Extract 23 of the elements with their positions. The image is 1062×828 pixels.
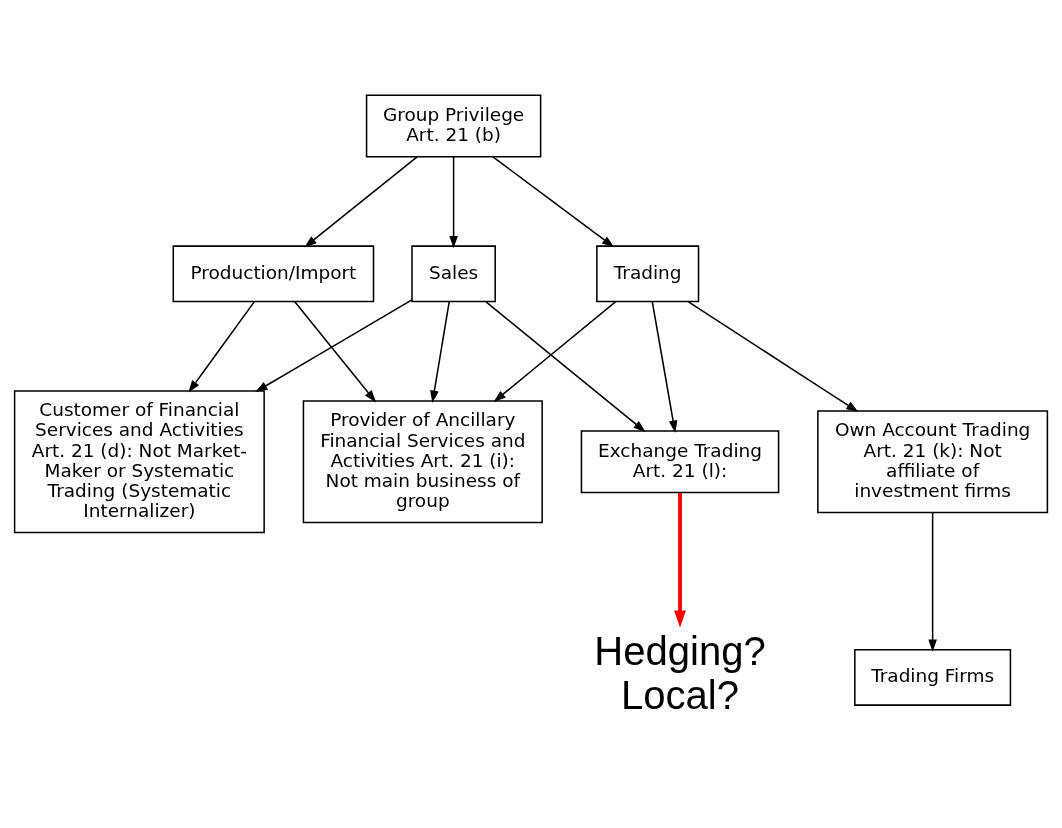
node-box: Exchange Trading Art. 21 (l):	[580, 430, 780, 494]
arrow	[449, 156, 458, 249]
arrow	[188, 301, 255, 393]
arrow	[928, 511, 937, 652]
arrow	[485, 301, 646, 433]
node-box: Trading Firms	[854, 648, 1012, 706]
arrow	[304, 156, 418, 248]
node-box: Production/Import	[172, 245, 375, 303]
node-box: Group Privilege Art. 21 (b)	[365, 94, 542, 158]
node-box: Trading	[596, 245, 700, 303]
node-box: Customer of Financial Services and Activities Art. 21 (d): Not Market-Maker or Systematic Trading (Systematic Internalizer)	[13, 390, 265, 534]
arrow	[674, 492, 686, 628]
arrow	[430, 301, 450, 403]
arrow	[255, 299, 413, 393]
arrow	[687, 301, 859, 413]
arrow	[294, 301, 377, 403]
arrow	[651, 301, 678, 434]
node-text: Hedging? Local?	[594, 628, 766, 718]
node-box: Own Account Trading Art. 21 (k): Not affiliate of investment firms	[817, 410, 1049, 514]
node-box: Provider of Ancillary Financial Services and Activities Art. 21 (i): Not main business of group	[302, 400, 543, 524]
node-box: Sales	[411, 245, 496, 303]
arrow	[492, 156, 615, 248]
arrow	[493, 301, 617, 403]
